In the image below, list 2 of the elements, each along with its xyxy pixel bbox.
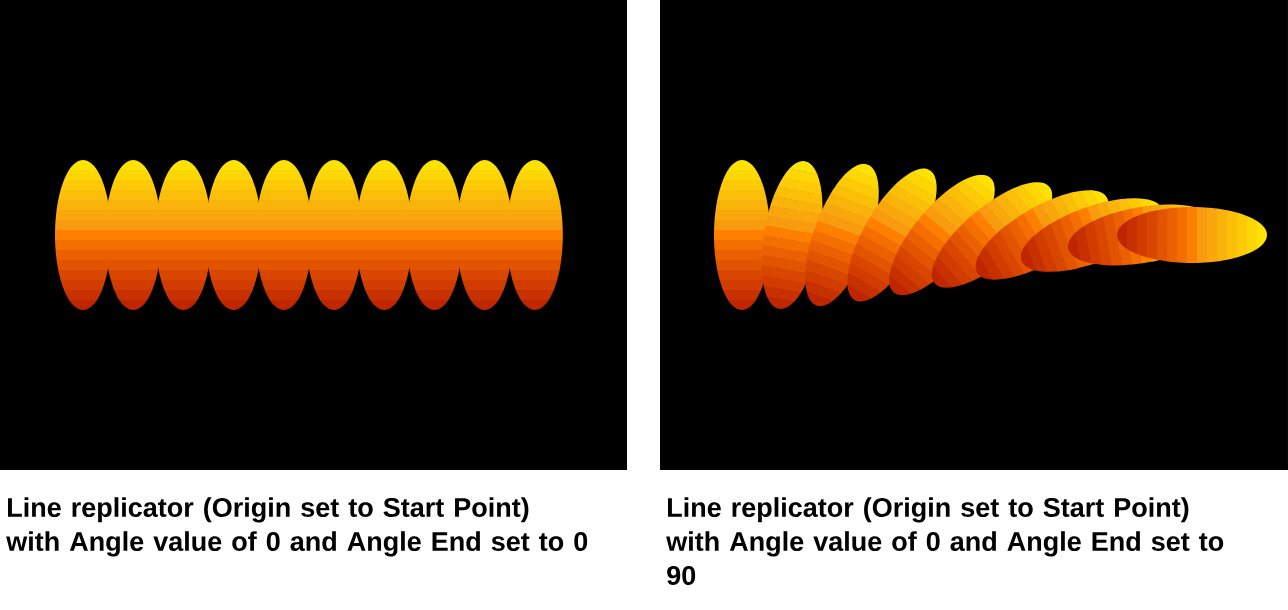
caption: Line replicator (Origin set to Start Point) with Angle value of 0 and Angle End set to 90	[666, 497, 1224, 585]
caption: Line replicator (Origin set to Start Point) with Angle value of 0 and Angle End set to 0	[6, 497, 588, 557]
